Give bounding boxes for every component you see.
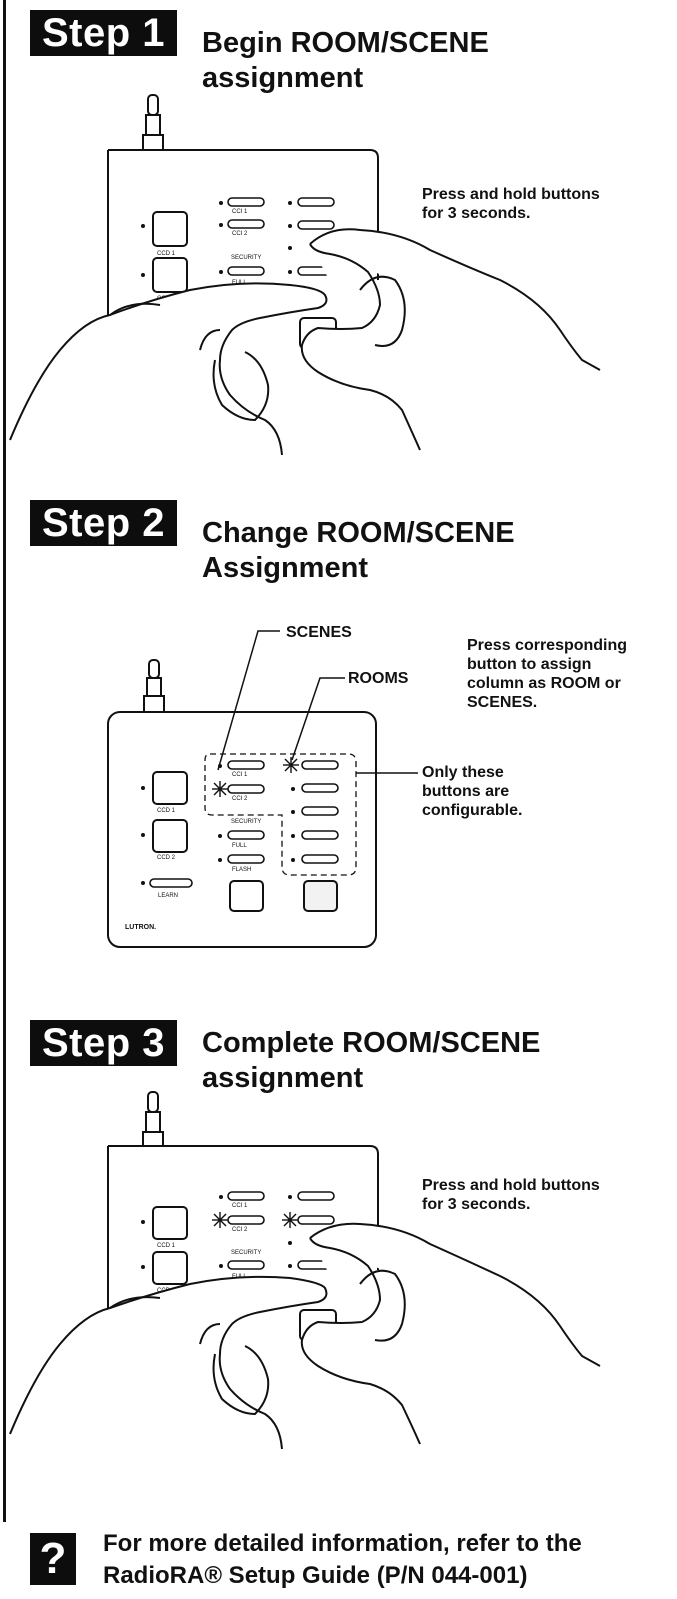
room-button-1[interactable] <box>297 197 335 207</box>
ccd1-label: CCD 1 <box>157 808 176 814</box>
ccd1-button[interactable] <box>152 211 188 247</box>
antenna-icon <box>143 659 165 713</box>
cci1-button[interactable] <box>227 1191 265 1201</box>
left-hand-illustration <box>9 1275 328 1450</box>
cci2-button[interactable] <box>227 1215 265 1225</box>
ccd1-label: CCD 1 <box>157 251 176 257</box>
step-2-note-line1: Press corresponding <box>467 637 628 654</box>
cci1-label: CCI 1 <box>232 209 248 215</box>
learn-button[interactable] <box>149 878 193 888</box>
footer-note: ? For more detailed information, refer t… <box>15 1523 665 1595</box>
step-2-note-line3: column as ROOM or <box>467 675 621 692</box>
cci2-label: CCI 2 <box>232 796 248 802</box>
room-button-2[interactable] <box>297 1215 335 1225</box>
full-label: FULL <box>232 843 247 849</box>
step-3-note-line2: for 3 seconds. <box>422 1196 531 1213</box>
step-2-title-line2: Assignment <box>202 552 368 584</box>
antenna-icon <box>142 1091 164 1147</box>
full-button[interactable] <box>227 830 265 840</box>
room-button-5[interactable] <box>301 854 339 864</box>
rooms-callout-label: ROOMS <box>348 670 409 687</box>
flashing-led-icon <box>282 1212 298 1228</box>
ccd2-button[interactable] <box>152 1251 188 1285</box>
cci1-label: CCI 1 <box>232 1203 248 1209</box>
step-1-note-line2: for 3 seconds. <box>422 205 531 222</box>
footer-line2: RadioRA® Setup Guide (P/N 044-001) <box>103 1562 528 1589</box>
rooms-callout-line <box>291 677 345 761</box>
cci1-button[interactable] <box>227 760 265 770</box>
scenes-callout-line <box>217 630 280 771</box>
ccd2-button[interactable] <box>152 257 188 293</box>
room-button-2[interactable] <box>301 783 339 793</box>
room-button-1[interactable] <box>301 760 339 770</box>
room-button-1[interactable] <box>297 1191 335 1201</box>
ccd1-button[interactable] <box>152 1206 188 1240</box>
cci2-label: CCI 2 <box>232 1227 248 1233</box>
ccd2-button[interactable] <box>152 819 188 853</box>
full-button[interactable] <box>227 1260 265 1270</box>
left-square-button[interactable] <box>229 880 264 912</box>
configurable-callout-line1: Only these <box>422 764 504 781</box>
cci2-button[interactable] <box>227 219 265 229</box>
step-3-title-line1: Complete ROOM/SCENE <box>202 1027 541 1059</box>
left-margin-rule <box>3 0 6 1522</box>
step-2-title-line1: Change ROOM/SCENE <box>202 517 515 549</box>
right-hand-illustration <box>300 1222 601 1445</box>
flashing-led-icon <box>212 781 228 797</box>
cci1-label: CCI 1 <box>232 772 248 778</box>
step-2-illustration: CCD 1 CCD 2 LEARN LUTRON. CCI 1 CCI 2 SE… <box>107 630 418 948</box>
lutron-brand-logo: LUTRON. <box>125 924 156 931</box>
step-2-note-line4: SCENES. <box>467 694 538 711</box>
cci2-label: CCI 2 <box>232 231 248 237</box>
cci1-button[interactable] <box>227 197 265 207</box>
step-1-title-line1: Begin ROOM/SCENE <box>202 27 489 59</box>
control-panel <box>107 149 379 330</box>
step-1-illustration: CCD 1 CCD 2 CCI 1 CCI 2 SECURITY FULL <box>9 94 601 455</box>
step-3-title-line2: assignment <box>202 1062 364 1094</box>
security-label: SECURITY <box>231 819 261 825</box>
step-3-illustration: CCD 1 CCD 2 CCI 1 CCI 2 SECURITY FULL <box>9 1091 601 1450</box>
control-panel <box>107 711 377 948</box>
step-2-badge: Step 2 <box>30 500 178 546</box>
ccd1-label: CCD 1 <box>157 1243 176 1249</box>
right-hand-illustration <box>300 228 601 451</box>
configurable-region <box>204 753 357 876</box>
flash-button[interactable] <box>227 854 265 864</box>
security-label: SECURITY <box>231 1250 261 1256</box>
flashing-led-icon <box>212 1212 228 1228</box>
question-mark-icon: ? <box>30 1533 76 1585</box>
control-panel <box>107 1145 379 1320</box>
step-2-note-line2: button to assign <box>467 656 592 673</box>
footer-line1: For more detailed information, refer to … <box>103 1530 582 1557</box>
left-hand-illustration <box>9 282 328 455</box>
flashing-led-icon <box>283 757 299 773</box>
room-button-3[interactable] <box>301 806 339 816</box>
ccd2-label: CCD 2 <box>157 855 176 861</box>
security-label: SECURITY <box>231 255 261 261</box>
step-3-badge: Step 3 <box>30 1020 178 1066</box>
cci2-button[interactable] <box>227 784 265 794</box>
step-3-note-line1: Press and hold buttons <box>422 1177 600 1194</box>
step-1-title-line2: assignment <box>202 62 364 94</box>
configurable-callout-line2: buttons are <box>422 783 510 800</box>
right-square-button[interactable] <box>303 880 338 912</box>
learn-label: LEARN <box>158 893 178 899</box>
room-button-4[interactable] <box>301 830 339 840</box>
configurable-callout-line3: configurable. <box>422 802 523 819</box>
step-1-badge: Step 1 <box>30 10 178 56</box>
full-button[interactable] <box>227 266 265 276</box>
room-button-2[interactable] <box>297 220 335 230</box>
step-1-note-line1: Press and hold buttons <box>422 186 600 203</box>
flash-label: FLASH <box>232 867 251 873</box>
antenna-icon <box>142 94 164 151</box>
ccd1-button[interactable] <box>152 771 188 805</box>
scenes-callout-label: SCENES <box>286 624 352 641</box>
